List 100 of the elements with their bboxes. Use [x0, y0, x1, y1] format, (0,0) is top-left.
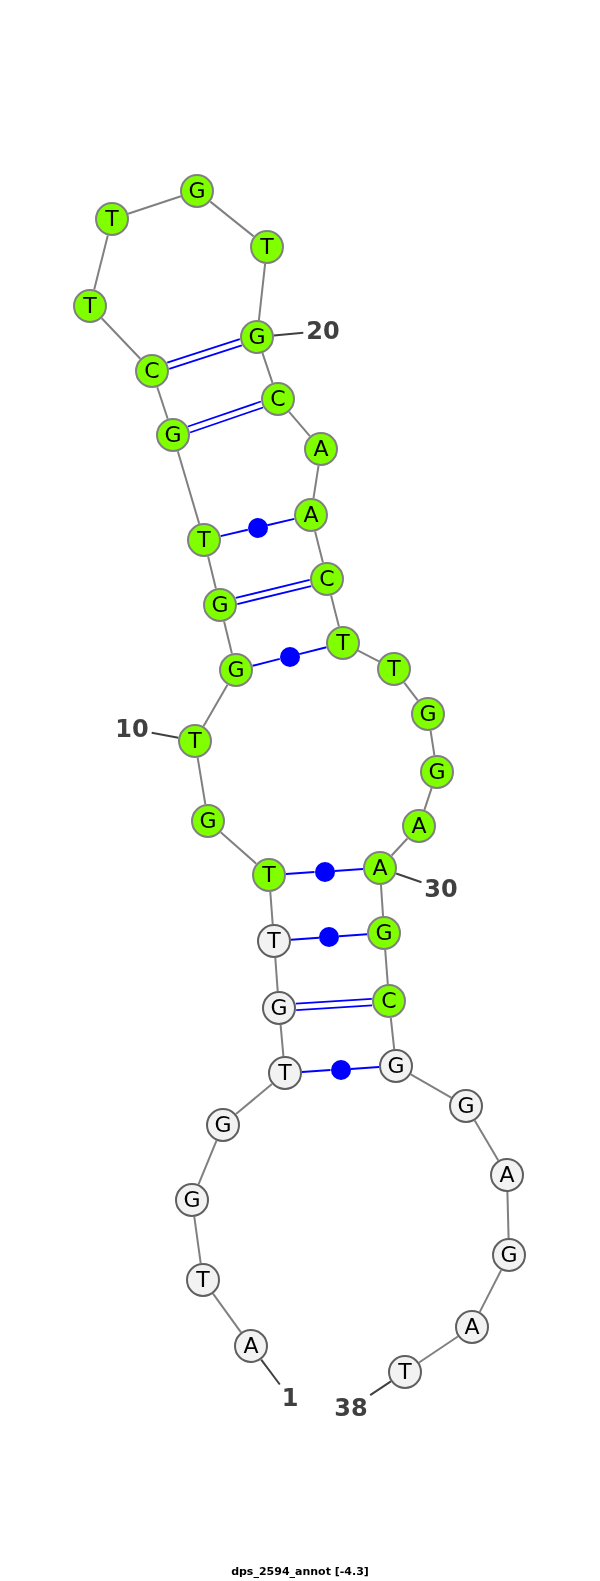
nucleotide-node: C — [310, 562, 344, 596]
backbone-line — [261, 352, 274, 384]
nucleotide-node: A — [304, 432, 338, 466]
nucleotide-node: G — [420, 755, 454, 789]
nucleotide-node: G — [240, 320, 274, 354]
caption: dps_2594_annot [-4.3] — [231, 1566, 369, 1577]
nucleotide-node: C — [372, 984, 406, 1018]
leader-line — [150, 731, 180, 739]
base-pair-line — [290, 936, 320, 941]
nucleotide-node: T — [186, 1263, 220, 1297]
base-pair-line — [349, 1066, 380, 1070]
backbone-line — [269, 891, 274, 925]
nucleotide-node: G — [175, 1183, 209, 1217]
base-pair-line — [189, 406, 264, 434]
nucleotide-node: G — [156, 418, 190, 452]
backbone-line — [100, 317, 142, 360]
backbone-line — [473, 1119, 500, 1162]
backbone-line — [274, 957, 279, 992]
nucleotide-node: G — [492, 1238, 526, 1272]
base-pair-line — [168, 344, 243, 370]
backbone-line — [357, 649, 380, 663]
leader-line — [369, 1380, 392, 1397]
nucleotide-node: G — [449, 1089, 483, 1123]
nucleotide-node: T — [250, 230, 284, 264]
backbone-line — [330, 594, 340, 628]
position-number: 38 — [334, 1396, 368, 1420]
nucleotide-node: G — [262, 991, 296, 1025]
backbone-line — [409, 1073, 453, 1099]
nucleotide-node: T — [257, 924, 291, 958]
base-pair-line — [294, 998, 373, 1005]
nucleotide-node: A — [455, 1310, 489, 1344]
backbone-line — [423, 787, 433, 811]
base-pair-line — [285, 871, 316, 875]
nucleotide-node: T — [73, 289, 107, 323]
backbone-line — [384, 949, 389, 985]
base-pair-dot — [247, 517, 268, 538]
nucleotide-node: A — [363, 851, 397, 885]
nucleotide-node: G — [203, 588, 237, 622]
nucleotide-node: C — [135, 354, 169, 388]
nucleotide-node: G — [191, 804, 225, 838]
backbone-line — [176, 450, 201, 525]
base-pair-line — [333, 868, 364, 872]
backbone-line — [288, 410, 311, 438]
backbone-line — [314, 530, 324, 564]
base-pair-line — [301, 1069, 332, 1073]
backbone-line — [202, 683, 229, 728]
backbone-line — [223, 620, 233, 655]
backbone-line — [403, 681, 419, 702]
base-pair-line — [251, 657, 281, 667]
backbone-line — [197, 1139, 218, 1186]
position-number: 1 — [281, 1386, 299, 1410]
nucleotide-node: C — [261, 382, 295, 416]
backbone-line — [219, 831, 258, 865]
position-number: 30 — [424, 877, 458, 901]
backbone-line — [312, 464, 320, 500]
nucleotide-node: G — [180, 174, 214, 208]
base-pair-line — [234, 579, 311, 599]
nucleotide-node: T — [268, 1056, 302, 1090]
backbone-line — [478, 1269, 503, 1313]
base-pair-line — [266, 517, 296, 527]
backbone-line — [207, 555, 217, 590]
nucleotide-node: A — [402, 809, 436, 843]
nucleotide-node: G — [206, 1108, 240, 1142]
base-pair-dot — [319, 927, 339, 947]
base-pair-dot — [314, 861, 335, 882]
nucleotide-node: T — [326, 626, 360, 660]
backbone-line — [212, 1292, 242, 1334]
base-pair-line — [166, 338, 241, 364]
backbone-line — [506, 1191, 510, 1239]
nucleotide-node: G — [219, 653, 253, 687]
backbone-line — [93, 234, 109, 291]
nucleotide-node: G — [411, 697, 445, 731]
nucleotide-node: G — [367, 916, 401, 950]
base-pair-line — [338, 933, 368, 938]
leader-line — [272, 331, 305, 337]
position-number: 10 — [115, 717, 149, 741]
backbone-line — [209, 200, 255, 238]
base-pair-line — [295, 1004, 374, 1011]
leader-line — [260, 1358, 281, 1386]
position-number: 20 — [306, 319, 340, 343]
nucleotide-node: A — [490, 1158, 524, 1192]
base-pair-line — [187, 400, 262, 428]
nucleotide-node: T — [252, 858, 286, 892]
nucleotide-node: T — [95, 202, 129, 236]
backbone-line — [193, 1215, 202, 1265]
base-pair-line — [298, 646, 328, 656]
nucleotide-node: A — [234, 1329, 268, 1363]
backbone-line — [279, 1023, 285, 1058]
base-pair-dot — [279, 646, 300, 667]
backbone-line — [235, 1082, 273, 1116]
backbone-line — [418, 1335, 459, 1364]
backbone-line — [257, 262, 267, 322]
backbone-line — [429, 729, 436, 757]
base-pair-line — [219, 528, 249, 538]
backbone-line — [389, 1016, 396, 1051]
base-pair-line — [236, 585, 313, 605]
backbone-line — [156, 386, 169, 420]
nucleotide-node: G — [379, 1049, 413, 1083]
backbone-line — [390, 837, 409, 857]
nucleotide-node: T — [178, 724, 212, 758]
